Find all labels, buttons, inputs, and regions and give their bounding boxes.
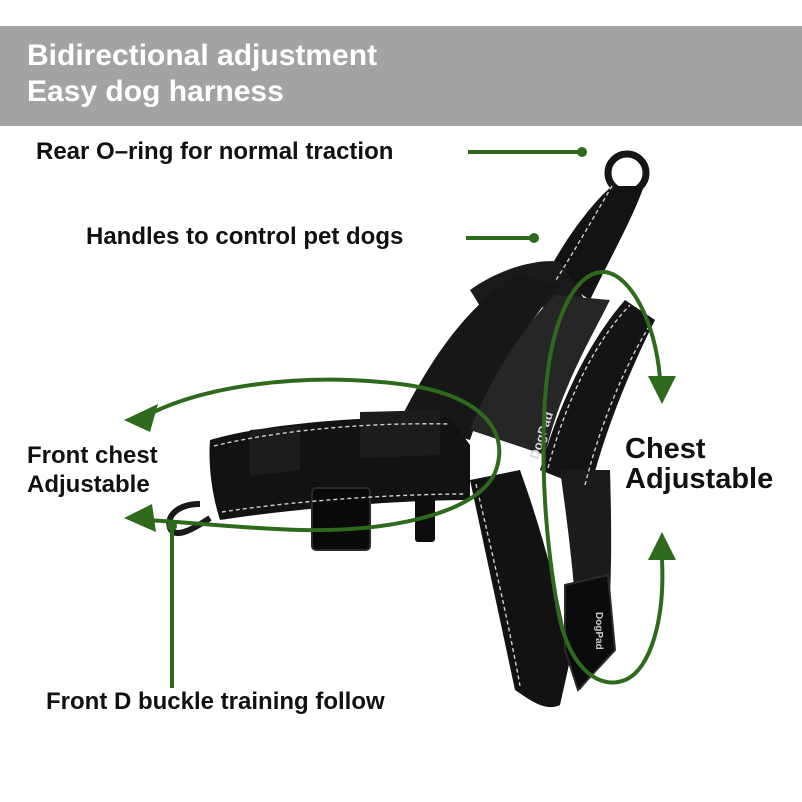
shoulder-strap-left <box>400 275 560 440</box>
shoulder-strap-right <box>540 300 655 490</box>
banner-subtitle: Easy dog harness <box>27 75 284 108</box>
callout-dot-icon <box>529 233 539 243</box>
reflective-stitching <box>213 185 651 687</box>
front-chest-label-line2: Adjustable <box>27 471 150 498</box>
arrow-left-icon <box>124 404 158 432</box>
front-chest-adjust-curve <box>139 377 502 533</box>
side-buckle <box>311 487 371 551</box>
mesh-padding <box>470 295 610 455</box>
arrow-left-icon <box>124 504 156 532</box>
chest-adjust-curve <box>541 269 665 685</box>
chest-label-line1: Chest <box>625 433 706 465</box>
front-chest-label-line1: Front chest <box>27 442 158 469</box>
chest-strap <box>470 470 570 708</box>
handle-strap <box>548 186 644 300</box>
buckle-logo: DogPad <box>593 612 604 650</box>
harness-image: DogPad DogPad <box>166 150 655 708</box>
rear-ring-label: Rear O–ring for normal traction <box>36 138 394 165</box>
handles-label: Handles to control pet dogs <box>86 223 404 250</box>
header-banner: Bidirectional adjustment Easy dog harnes… <box>0 26 802 126</box>
chest-label-line2: Adjustable <box>625 463 774 495</box>
arrow-down-icon <box>648 376 676 404</box>
arrow-up-icon <box>648 532 676 560</box>
callout-dot-icon <box>577 147 587 157</box>
front-buckle-label: Front D buckle training follow <box>46 688 385 715</box>
banner-title: Bidirectional adjustment <box>27 39 378 72</box>
